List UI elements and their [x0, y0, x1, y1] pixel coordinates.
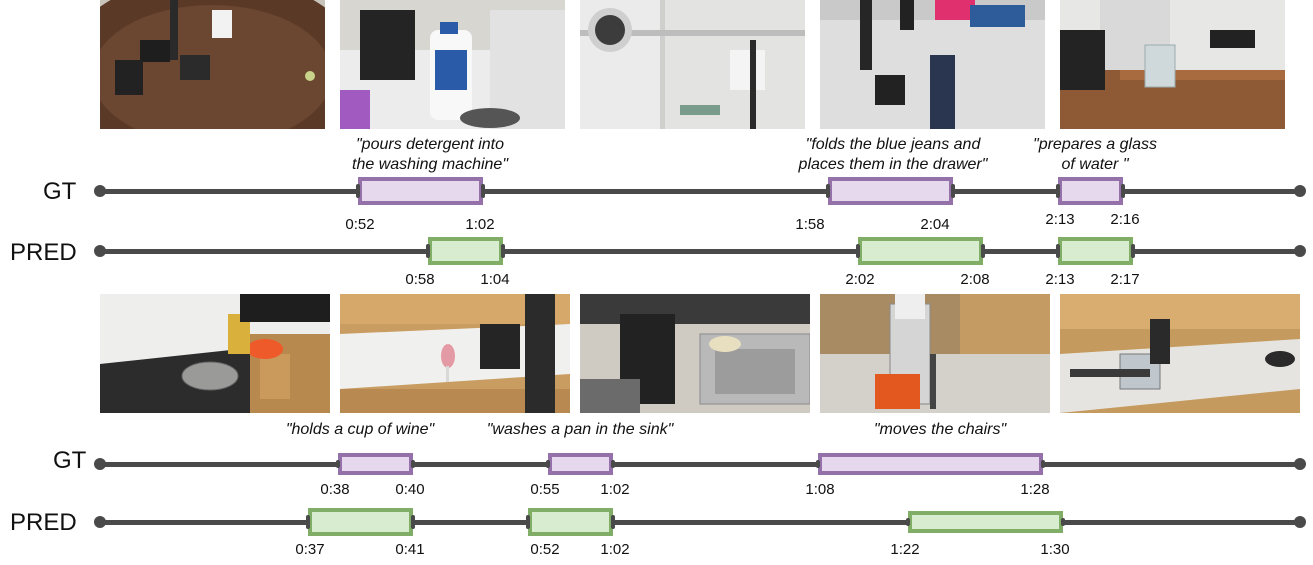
gt-end-time: 1:02 [465, 216, 495, 233]
timeline-end-dot [1294, 516, 1306, 528]
pred-end-time: 1:30 [1040, 541, 1070, 558]
timeline-line [100, 248, 1300, 254]
pred-end-time: 1:04 [480, 271, 510, 288]
pred-start-time: 0:52 [530, 541, 560, 558]
timeline-start-dot [94, 516, 106, 528]
bottom-pred-label: PRED [10, 509, 77, 536]
gt-end-time: 1:28 [1020, 481, 1050, 498]
pred-start-time: 0:58 [405, 271, 435, 288]
timeline-end-dot [1294, 185, 1306, 197]
pred-segment [1056, 237, 1135, 265]
frame-top-3 [580, 0, 805, 129]
frame-bottom-5 [1060, 294, 1300, 413]
timeline-line [100, 461, 1300, 467]
gt-start-time: 1:58 [795, 216, 825, 233]
pred-segment [906, 511, 1065, 533]
pred-start-time: 1:22 [890, 541, 920, 558]
gt-start-time: 0:52 [345, 216, 375, 233]
timeline-end-dot [1294, 458, 1306, 470]
gt-end-time: 2:16 [1110, 211, 1140, 228]
frame-top-1 [100, 0, 325, 129]
timeline-start-dot [94, 245, 106, 257]
gt-segment [336, 453, 415, 475]
gt-start-time: 0:55 [530, 481, 560, 498]
gt-start-time: 1:08 [805, 481, 835, 498]
bottom-caption-1: "holds a cup of wine" [285, 421, 435, 438]
pred-end-time: 2:08 [960, 271, 990, 288]
gt-segment [546, 453, 615, 475]
gt-end-time: 2:04 [920, 216, 950, 233]
pred-segment [526, 508, 615, 536]
pred-segment [306, 508, 415, 536]
pred-segment [856, 237, 985, 265]
pred-end-time: 1:02 [600, 541, 630, 558]
gt-start-time: 0:38 [320, 481, 350, 498]
gt-segment [816, 453, 1045, 475]
gt-segment [1056, 177, 1125, 205]
frame-bottom-1 [100, 294, 330, 413]
gt-end-time: 1:02 [600, 481, 630, 498]
timeline-line [100, 188, 1300, 194]
frame-bottom-3 [580, 294, 810, 413]
pred-start-time: 2:02 [845, 271, 875, 288]
top-pred-label: PRED [10, 239, 77, 266]
gt-segment [356, 177, 485, 205]
timeline-line [100, 519, 1300, 525]
top-gt-label: GT [43, 178, 77, 205]
frame-bottom-2 [340, 294, 570, 413]
top-caption-1: "pours detergent into the washing machin… [352, 136, 508, 173]
frame-bottom-4 [820, 294, 1050, 413]
pred-end-time: 2:17 [1110, 271, 1140, 288]
pred-start-time: 2:13 [1045, 271, 1075, 288]
gt-segment [826, 177, 955, 205]
bottom-caption-2: "washes a pan in the sink" [486, 421, 674, 438]
bottom-gt-label: GT [53, 447, 87, 474]
frame-top-5 [1060, 0, 1285, 129]
pred-segment [426, 237, 505, 265]
gt-end-time: 0:40 [395, 481, 425, 498]
top-caption-2: "folds the blue jeans and places them in… [798, 136, 988, 173]
bottom-caption-3: "moves the chairs" [873, 421, 1007, 438]
top-caption-3: "prepares a glass of water " [1033, 136, 1157, 173]
pred-end-time: 0:41 [395, 541, 425, 558]
timeline-start-dot [94, 185, 106, 197]
timeline-start-dot [94, 458, 106, 470]
gt-start-time: 2:13 [1045, 211, 1075, 228]
pred-start-time: 0:37 [295, 541, 325, 558]
frame-top-4 [820, 0, 1045, 129]
frame-top-2 [340, 0, 565, 129]
timeline-end-dot [1294, 245, 1306, 257]
